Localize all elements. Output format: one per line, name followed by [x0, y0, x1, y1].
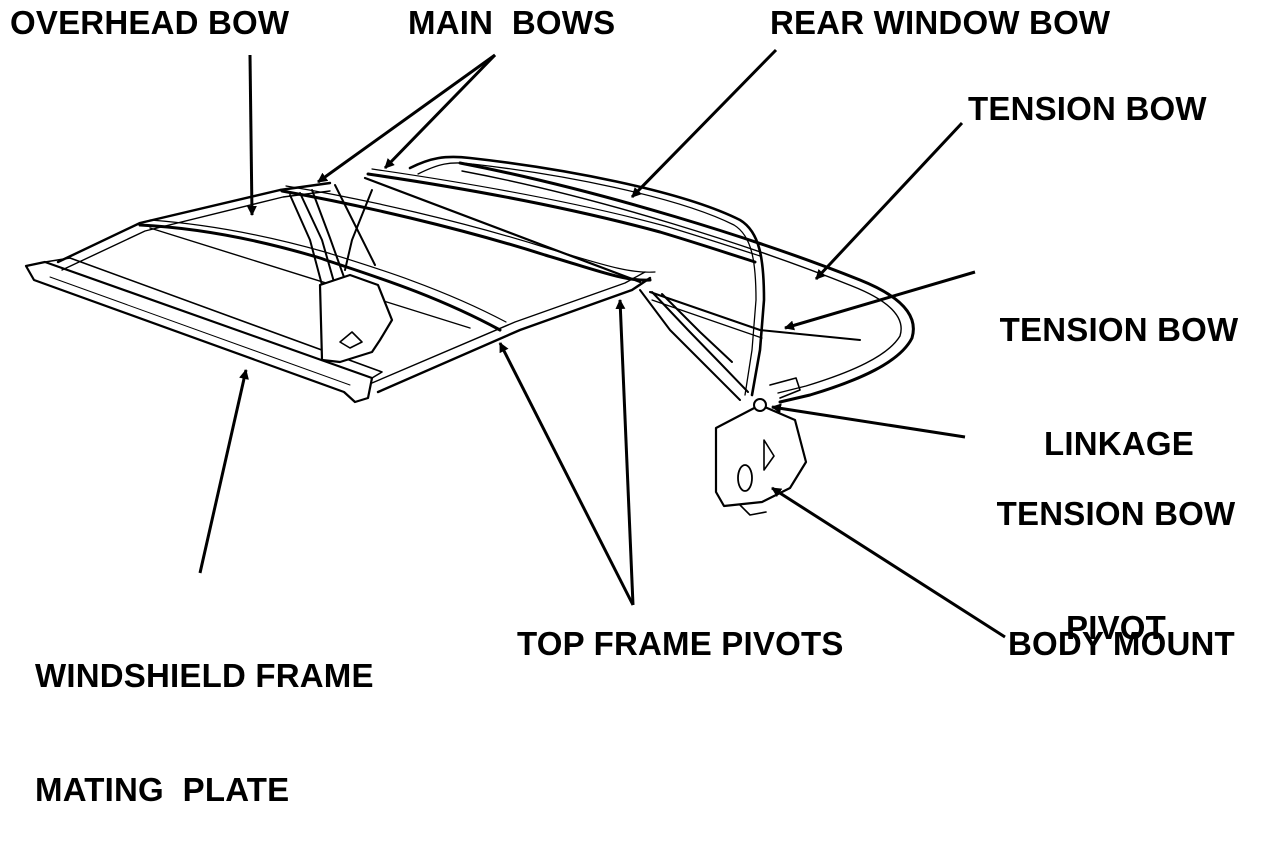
label-tension-bow-linkage-line2: LINKAGE	[1044, 425, 1194, 462]
label-body-mount: BODY MOUNT	[1008, 625, 1235, 662]
arrow-tension-bow-pivot	[771, 403, 966, 439]
label-tension-bow-pivot: TENSION BOW PIVOT	[980, 419, 1252, 685]
left-body-mount	[318, 273, 394, 364]
label-windshield-line2: MATING PLATE	[35, 771, 290, 808]
arrow-windshield-plate	[198, 369, 249, 574]
label-rear-window-bow: REAR WINDOW BOW	[770, 4, 1111, 41]
arrow-main-bow-front	[317, 53, 496, 184]
label-main-bows: MAIN BOWS	[408, 4, 616, 41]
arrow-rear-window-bow	[630, 48, 778, 199]
label-top-frame-pivots: TOP FRAME PIVOTS	[517, 625, 844, 662]
convertible-top-frame-diagram	[24, 48, 1006, 639]
label-tension-bow-linkage: TENSION BOW LINKAGE	[984, 235, 1254, 501]
label-windshield-frame-mating-plate: WINDSHIELD FRAME MATING PLATE	[35, 581, 374, 847]
tension-bow-pivot	[753, 398, 767, 412]
right-body-mount	[714, 403, 808, 508]
arrow-tension-bow	[814, 121, 964, 281]
tension-bow	[458, 161, 915, 404]
main-bow-front	[280, 189, 652, 282]
overhead-bow	[138, 223, 502, 332]
label-tension-bow: TENSION BOW	[968, 90, 1207, 127]
label-overhead-bow: OVERHEAD BOW	[10, 4, 290, 41]
top-frame-drawing	[24, 155, 915, 516]
right-hinge-linkage	[639, 289, 749, 401]
main-bow-rear	[366, 172, 757, 264]
right-side-rail	[376, 276, 652, 394]
label-tension-bow-pivot-line1: TENSION BOW	[996, 495, 1236, 532]
arrow-body-mount	[771, 486, 1006, 639]
arrow-top-frame-pivot-left	[498, 342, 635, 606]
label-tension-bow-pivot-line2: PIVOT	[1065, 609, 1167, 646]
arrow-main-bow-rear	[383, 53, 497, 170]
windshield-mating-plate	[24, 260, 374, 404]
left-hinge-linkage	[289, 184, 376, 286]
leader-arrows	[198, 48, 1006, 639]
label-tension-bow-linkage-line1: TENSION BOW	[999, 311, 1239, 348]
rear-window-bow	[408, 155, 766, 397]
arrow-overhead-bow	[246, 54, 257, 216]
arrow-tension-bow-linkage	[784, 270, 976, 331]
tension-bow-linkage	[649, 291, 861, 341]
left-side-rail	[56, 181, 332, 264]
arrow-top-frame-pivot-right	[615, 299, 635, 606]
